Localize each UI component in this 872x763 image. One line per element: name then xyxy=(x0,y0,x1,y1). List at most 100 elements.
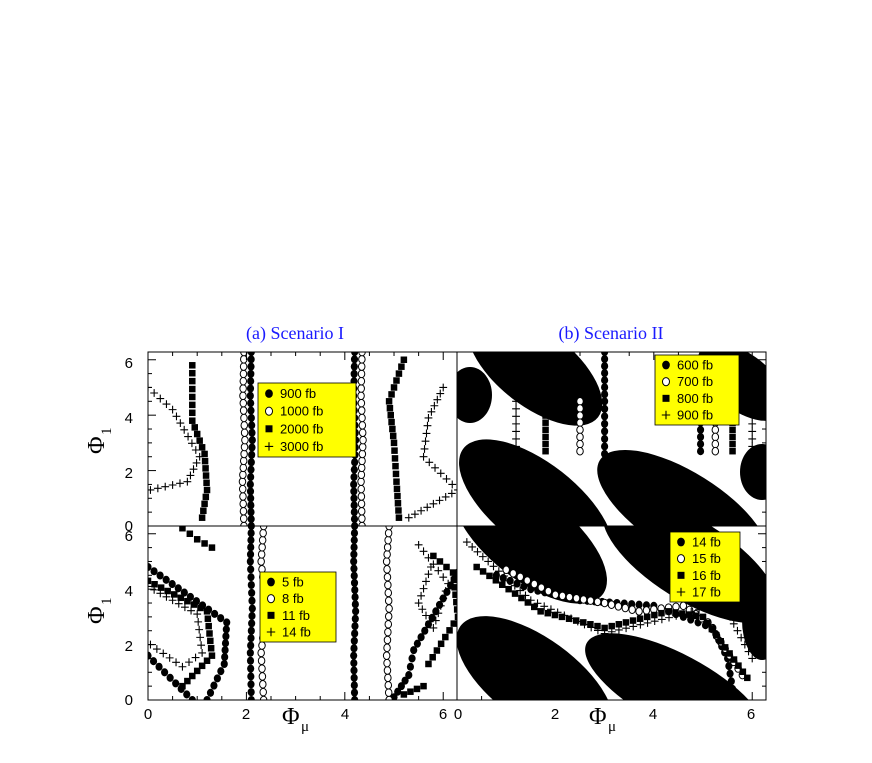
y-axis-label-top: Φ 1 xyxy=(84,428,115,455)
data-point xyxy=(239,463,248,473)
data-point xyxy=(172,412,181,421)
data-point xyxy=(180,425,189,434)
data-point xyxy=(351,622,359,631)
data-point xyxy=(425,660,432,668)
data-point xyxy=(168,405,177,414)
data-point xyxy=(452,591,457,598)
data-point xyxy=(357,463,366,473)
data-point xyxy=(383,543,392,552)
data-point xyxy=(500,572,509,580)
data-point xyxy=(635,607,643,616)
data-point xyxy=(558,591,567,601)
data-point xyxy=(201,450,208,458)
data-point xyxy=(392,462,399,470)
data-point xyxy=(247,565,255,574)
data-point xyxy=(526,596,535,605)
data-point xyxy=(179,682,186,690)
data-point xyxy=(478,552,487,561)
data-point xyxy=(384,619,393,629)
data-point xyxy=(530,579,539,589)
data-point xyxy=(350,571,358,580)
data-point xyxy=(679,610,686,617)
data-point xyxy=(394,687,402,696)
data-point xyxy=(357,506,366,516)
data-point xyxy=(350,473,358,482)
data-point xyxy=(385,398,393,405)
data-point xyxy=(435,600,444,609)
data-point xyxy=(259,687,267,697)
data-point xyxy=(208,544,216,551)
data-point xyxy=(607,627,616,636)
data-point xyxy=(247,458,255,467)
data-point xyxy=(247,543,255,552)
data-point xyxy=(203,486,211,494)
data-point xyxy=(739,668,747,675)
data-point xyxy=(717,638,724,645)
data-point xyxy=(511,590,519,597)
data-point xyxy=(240,413,248,423)
data-point xyxy=(510,581,519,590)
data-point xyxy=(441,587,450,595)
data-point xyxy=(247,641,255,650)
data-point xyxy=(383,550,391,559)
data-point xyxy=(184,597,191,605)
data-point xyxy=(729,440,736,448)
data-point xyxy=(737,633,746,642)
data-point xyxy=(436,469,445,478)
legend-label: 600 fb xyxy=(677,358,713,373)
data-point xyxy=(201,500,208,508)
data-point xyxy=(733,626,742,635)
data-point xyxy=(384,596,393,605)
data-point xyxy=(540,602,549,611)
data-point xyxy=(384,688,393,697)
data-point xyxy=(357,499,366,509)
data-point xyxy=(350,501,358,510)
data-point xyxy=(203,479,210,487)
data-point xyxy=(512,442,520,451)
data-point xyxy=(417,633,425,642)
data-point xyxy=(628,605,636,614)
data-point xyxy=(358,413,366,423)
data-point xyxy=(172,658,180,667)
data-point xyxy=(572,617,580,624)
data-point xyxy=(189,409,196,417)
data-point xyxy=(431,616,440,625)
legend-label: 3000 fb xyxy=(280,439,323,454)
data-point xyxy=(594,622,601,630)
data-point xyxy=(395,514,403,521)
data-point xyxy=(542,433,549,441)
data-point xyxy=(239,406,248,415)
data-point xyxy=(351,585,359,594)
data-point xyxy=(351,458,359,467)
data-point xyxy=(711,432,720,442)
legend-marker xyxy=(265,425,273,433)
data-point xyxy=(384,535,392,545)
data-point xyxy=(449,569,457,576)
data-point xyxy=(713,631,720,639)
data-point xyxy=(505,585,512,593)
data-point xyxy=(512,427,520,436)
data-point xyxy=(248,596,256,605)
data-point xyxy=(636,620,645,629)
data-point xyxy=(439,573,448,582)
data-point xyxy=(358,442,367,452)
data-point xyxy=(168,580,176,589)
data-point xyxy=(708,625,716,633)
svg-text:1: 1 xyxy=(99,428,115,436)
data-point xyxy=(419,584,428,593)
data-point xyxy=(384,580,392,590)
data-point xyxy=(424,553,433,562)
data-point xyxy=(350,362,358,371)
data-point xyxy=(729,447,736,455)
legend-marker xyxy=(267,594,275,604)
data-point xyxy=(258,641,266,650)
data-point xyxy=(427,407,436,416)
legend-marker xyxy=(265,389,273,398)
data-point xyxy=(386,404,394,412)
data-point xyxy=(699,613,707,621)
data-point xyxy=(350,636,358,645)
data-point xyxy=(247,580,255,590)
